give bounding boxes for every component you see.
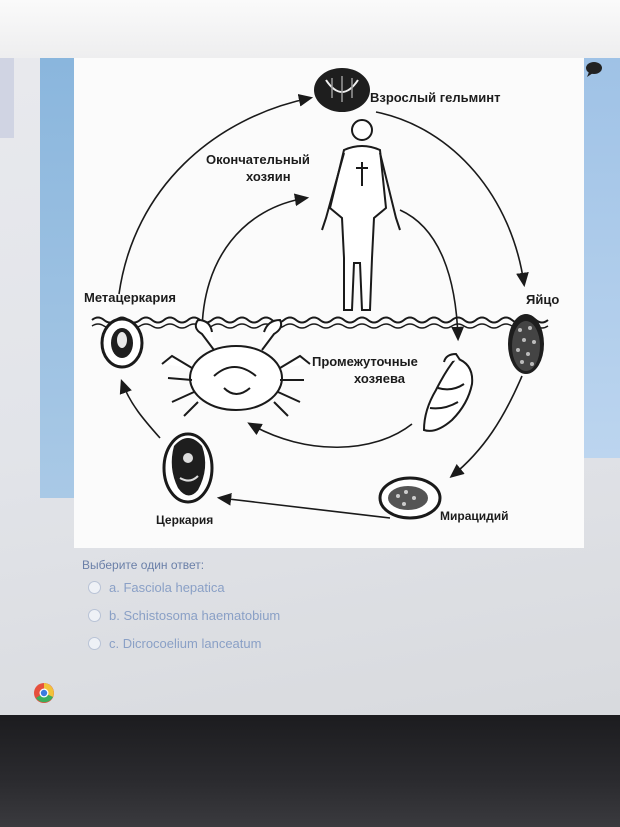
radio-option-a[interactable] (88, 581, 101, 594)
label-miracidium: Мирацидий (440, 509, 509, 523)
radio-option-c[interactable] (88, 637, 101, 650)
browser-icon[interactable] (33, 682, 55, 704)
crab-icon (161, 318, 311, 417)
arrow-crab-to-host (201, 193, 310, 335)
screen: Взрослый гельминт Окончательный хозяин (0, 0, 620, 715)
cercaria-icon (162, 432, 214, 504)
option-c[interactable]: c. Dicrocoelium lanceatum (88, 636, 261, 651)
label-metacercaria: Метацеркария (84, 290, 176, 305)
right-blue-band (583, 58, 620, 458)
option-a-label[interactable]: a. Fasciola hepatica (109, 580, 225, 595)
arrow-adult-to-egg (375, 111, 529, 288)
adult-helminth-icon (314, 68, 370, 112)
label-cercaria: Церкария (156, 513, 213, 527)
arrow-egg-to-miracidium (449, 375, 523, 479)
label-adult: Взрослый гельминт (370, 90, 500, 105)
option-b[interactable]: b. Schistosoma haematobium (88, 608, 280, 623)
chat-icon[interactable] (584, 60, 604, 78)
arrow-cercaria-to-metacercaria (119, 378, 161, 439)
left-blue-band (40, 58, 76, 498)
snail-icon (422, 352, 474, 432)
water-surface (91, 316, 549, 324)
option-a[interactable]: a. Fasciola hepatica (88, 580, 225, 595)
metacercaria-icon (100, 317, 144, 369)
answer-prompt: Выберите один ответ: (82, 558, 205, 572)
diagram-card: Взрослый гельминт Окончательный хозяин (74, 58, 584, 548)
top-bar (0, 0, 620, 58)
label-definitive-host-2: хозяин (246, 169, 291, 184)
human-figure-icon (321, 119, 401, 311)
water-surface-2 (91, 323, 549, 329)
arrow-miracidium-to-cercaria (216, 492, 391, 519)
egg-icon (508, 314, 544, 374)
label-intermediate-2: хозяева (354, 371, 406, 386)
option-c-label[interactable]: c. Dicrocoelium lanceatum (109, 636, 262, 651)
label-definitive-host-1: Окончательный (206, 152, 310, 167)
label-intermediate-1: Промежуточные (312, 354, 418, 369)
option-b-label[interactable]: b. Schistosoma haematobium (109, 608, 281, 623)
label-egg: Яйцо (526, 292, 559, 307)
radio-option-b[interactable] (88, 609, 101, 622)
arrow-snail-to-crab (247, 422, 413, 449)
arrow-metacercaria-to-adult (118, 94, 314, 295)
miracidium-icon (378, 476, 442, 520)
life-cycle-diagram: Взрослый гельминт Окончательный хозяин (84, 68, 559, 527)
sidebar-strip[interactable] (0, 58, 14, 138)
monitor-bezel (0, 715, 620, 827)
